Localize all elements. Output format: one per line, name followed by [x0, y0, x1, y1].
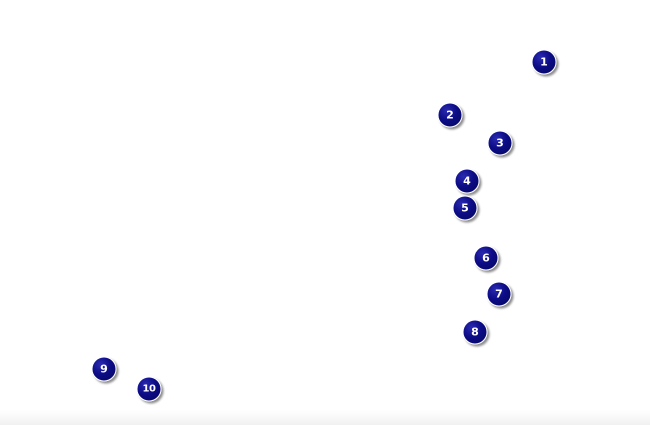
ground-band [0, 410, 650, 425]
map-marker-4[interactable]: 4 [454, 168, 480, 194]
map-marker-10[interactable]: 10 [136, 376, 162, 402]
map-marker-8[interactable]: 8 [462, 319, 488, 345]
map-marker-2[interactable]: 2 [437, 102, 463, 128]
map-marker-1[interactable]: 1 [531, 49, 557, 75]
map-marker-9[interactable]: 9 [91, 356, 117, 382]
map-marker-5[interactable]: 5 [452, 195, 478, 221]
map-marker-7[interactable]: 7 [486, 281, 512, 307]
map-marker-3[interactable]: 3 [487, 130, 513, 156]
map-marker-6[interactable]: 6 [473, 245, 499, 271]
